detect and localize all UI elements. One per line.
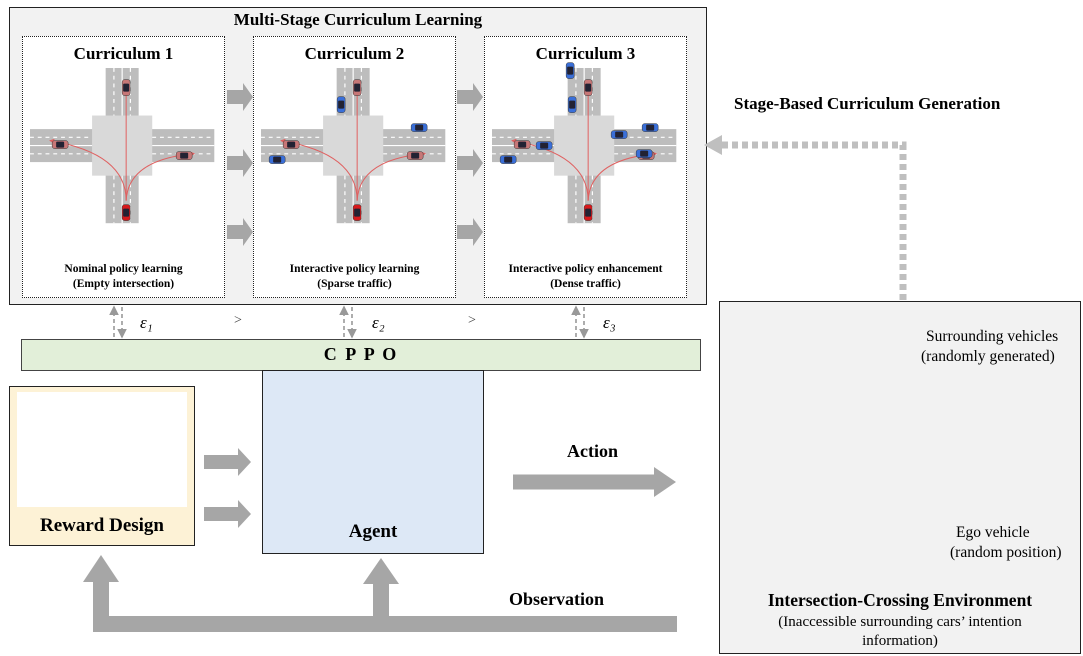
stage-based-generation-label: Stage-Based Curriculum Generation	[734, 94, 1001, 113]
ego-ghost-left	[51, 140, 69, 149]
curriculum-2-title: Curriculum 2	[304, 44, 405, 63]
stage-transition-arrow	[227, 83, 253, 111]
surrounding-car	[410, 123, 428, 132]
curriculum-2-subcaption: (Sparse traffic)	[317, 278, 392, 290]
surrounding-car	[641, 123, 659, 132]
stage-based-feedback-arrow	[704, 135, 907, 300]
surrounding-car	[565, 62, 575, 79]
ego-ghost-straight	[352, 79, 362, 96]
intersection-curriculum-1	[30, 68, 215, 224]
environment-panel	[719, 301, 1081, 654]
surrounding-car	[567, 96, 577, 113]
ego-car	[352, 204, 362, 221]
greater-than-1: >	[234, 313, 242, 328]
ego-ghost-right	[406, 151, 424, 160]
surrounding-car	[268, 155, 286, 164]
surrounding-car	[499, 155, 517, 164]
intersection-curriculum-2	[261, 68, 446, 224]
intersection-scenes	[30, 62, 677, 224]
reward-to-agent-arrow	[204, 500, 251, 528]
surrounding-vehicles-label: Surrounding vehicles	[926, 328, 1059, 345]
intersection-curriculum-3	[492, 62, 677, 224]
environment-subtitle-line2: information)	[862, 633, 938, 649]
stage-transition-arrow	[227, 149, 253, 177]
stage-transition-arrow	[457, 83, 483, 111]
stage-transition-arrow	[227, 218, 253, 246]
ego-ghost-left	[513, 140, 531, 149]
surrounding-car	[336, 96, 346, 113]
stage-transition-arrow	[457, 218, 483, 246]
surrounding-vehicles-sublabel: (randomly generated)	[921, 348, 1055, 365]
curriculum-cppo-link-2	[339, 305, 357, 339]
environment-title: Intersection-Crossing Environment	[767, 590, 1033, 610]
environment-subtitle-line1: (Inaccessible surrounding cars’ intentio…	[778, 614, 1022, 630]
ego-ghost-right	[175, 151, 193, 160]
greater-than-2: >	[468, 313, 476, 328]
action-label: Action	[567, 441, 618, 461]
surrounding-car	[610, 130, 628, 139]
epsilon-1: ε₁	[140, 313, 153, 332]
ego-vehicle-label: Ego vehicle	[956, 524, 1030, 541]
curriculum-3-caption: Interactive policy enhancement	[508, 263, 663, 275]
curriculum-cppo-link-3	[571, 305, 589, 339]
curriculum-1-title: Curriculum 1	[73, 44, 174, 63]
cppo-bar	[21, 339, 701, 371]
ego-ghost-straight	[583, 79, 593, 96]
curriculum-3-subcaption: (Dense traffic)	[550, 278, 621, 290]
reward-to-agent-arrow	[204, 448, 251, 476]
epsilon-3: ε₃	[603, 313, 616, 332]
curriculum-1-caption: Nominal policy learning	[64, 263, 183, 275]
curriculum-2-caption: Interactive policy learning	[289, 263, 420, 275]
stage-transition-arrow	[457, 149, 483, 177]
observation-label: Observation	[509, 589, 605, 609]
epsilon-2: ε₂	[372, 313, 385, 332]
ego-car	[583, 204, 593, 221]
cppo-label: C P P O	[323, 344, 399, 364]
ego-car	[121, 204, 131, 221]
ego-ghost-straight	[121, 79, 131, 96]
reward-design-label: Reward Design	[39, 515, 165, 536]
action-arrow	[513, 467, 676, 497]
surrounding-car	[535, 141, 553, 150]
ego-vehicle-sublabel: (random position)	[950, 544, 1062, 561]
curriculum-3-title: Curriculum 3	[535, 44, 636, 63]
agent-box	[262, 370, 484, 554]
agent-label: Agent	[348, 521, 398, 542]
reward-plot-area	[17, 392, 187, 507]
curriculum-title: Multi-Stage Curriculum Learning	[233, 10, 483, 29]
ego-ghost-left	[282, 140, 300, 149]
curriculum-cppo-link-1	[109, 305, 127, 339]
surrounding-car	[635, 149, 653, 158]
curriculum-1-subcaption: (Empty intersection)	[72, 278, 175, 290]
observation-arrow	[83, 555, 677, 632]
